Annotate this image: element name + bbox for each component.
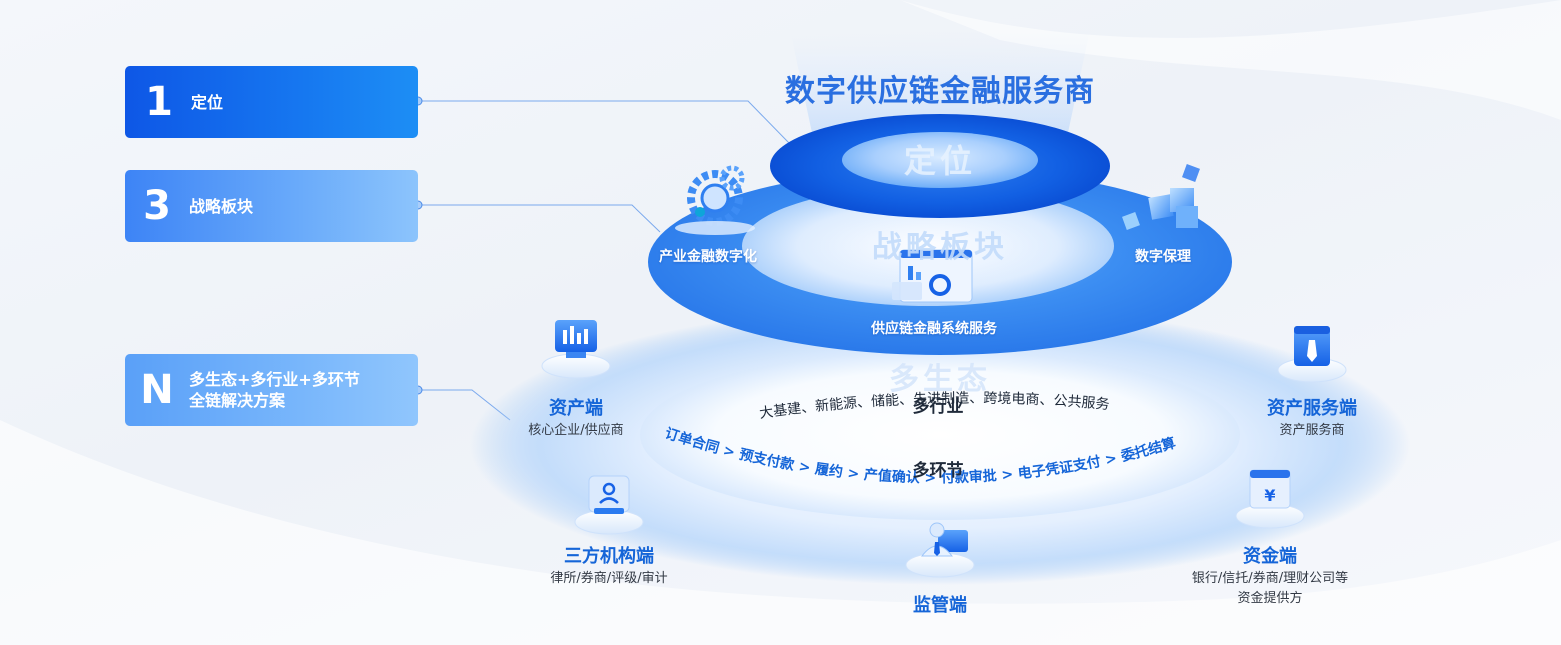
card-label: 战略板块 bbox=[189, 196, 254, 216]
watermark-strategy: 战略板块 bbox=[872, 230, 1008, 265]
svg-text:¥: ¥ bbox=[1264, 486, 1275, 505]
industry-title: 多行业 bbox=[912, 397, 964, 417]
process-title: 多环节 bbox=[912, 461, 964, 481]
capital-end-title: 资金端 bbox=[1243, 546, 1297, 567]
yen-wallet-icon: ¥ bbox=[1249, 469, 1291, 509]
card-number: N bbox=[140, 367, 174, 413]
pedestals bbox=[541, 353, 1347, 578]
watermark-positioning: 定位 bbox=[903, 142, 977, 180]
watermark-ecosystem: 多生态 bbox=[889, 362, 991, 397]
tie-icon bbox=[1294, 326, 1330, 366]
person-icon bbox=[588, 475, 630, 514]
card-label-line1: 多生态+多行业+多环节 bbox=[189, 370, 360, 389]
card-number: 1 bbox=[145, 79, 173, 125]
strategy-item-center: 供应链金融系统服务 bbox=[871, 321, 997, 337]
third-party-end-sub: 律所/券商/评级/审计 bbox=[550, 571, 668, 586]
page-title: 数字供应链金融服务商 bbox=[785, 74, 1095, 109]
asset-service-end-sub: 资产服务商 bbox=[1279, 423, 1345, 438]
cubes-icon bbox=[1122, 164, 1200, 230]
third-party-end-title: 三方机构端 bbox=[564, 546, 654, 567]
strategy-item-right: 数字保理 bbox=[1135, 249, 1191, 265]
card-number: 3 bbox=[143, 183, 171, 229]
card-strategy: 3 战略板块 bbox=[125, 170, 418, 242]
asset-service-end-title: 资产服务端 bbox=[1267, 398, 1357, 419]
strategy-item-left: 产业金融数字化 bbox=[659, 249, 757, 265]
gears-icon bbox=[675, 165, 755, 235]
bar-chart-icon bbox=[555, 320, 597, 358]
capital-end-sub-1: 银行/信托/券商/理财公司等 bbox=[1191, 571, 1349, 586]
card-label: 定位 bbox=[191, 92, 224, 112]
capital-end-sub-2: 资金提供方 bbox=[1237, 591, 1303, 606]
card-positioning: 1 定位 bbox=[125, 66, 418, 138]
asset-end-title: 资产端 bbox=[549, 398, 603, 419]
card-label-line2: 全链解决方案 bbox=[189, 391, 286, 410]
manager-icon bbox=[920, 522, 968, 557]
card-ecosystem: N 多生态+多行业+多环节 全链解决方案 bbox=[125, 354, 418, 426]
dashboard-icon bbox=[892, 249, 973, 303]
asset-end-sub: 核心企业/供应商 bbox=[528, 423, 624, 438]
regulator-end-title: 监管端 bbox=[913, 595, 967, 616]
